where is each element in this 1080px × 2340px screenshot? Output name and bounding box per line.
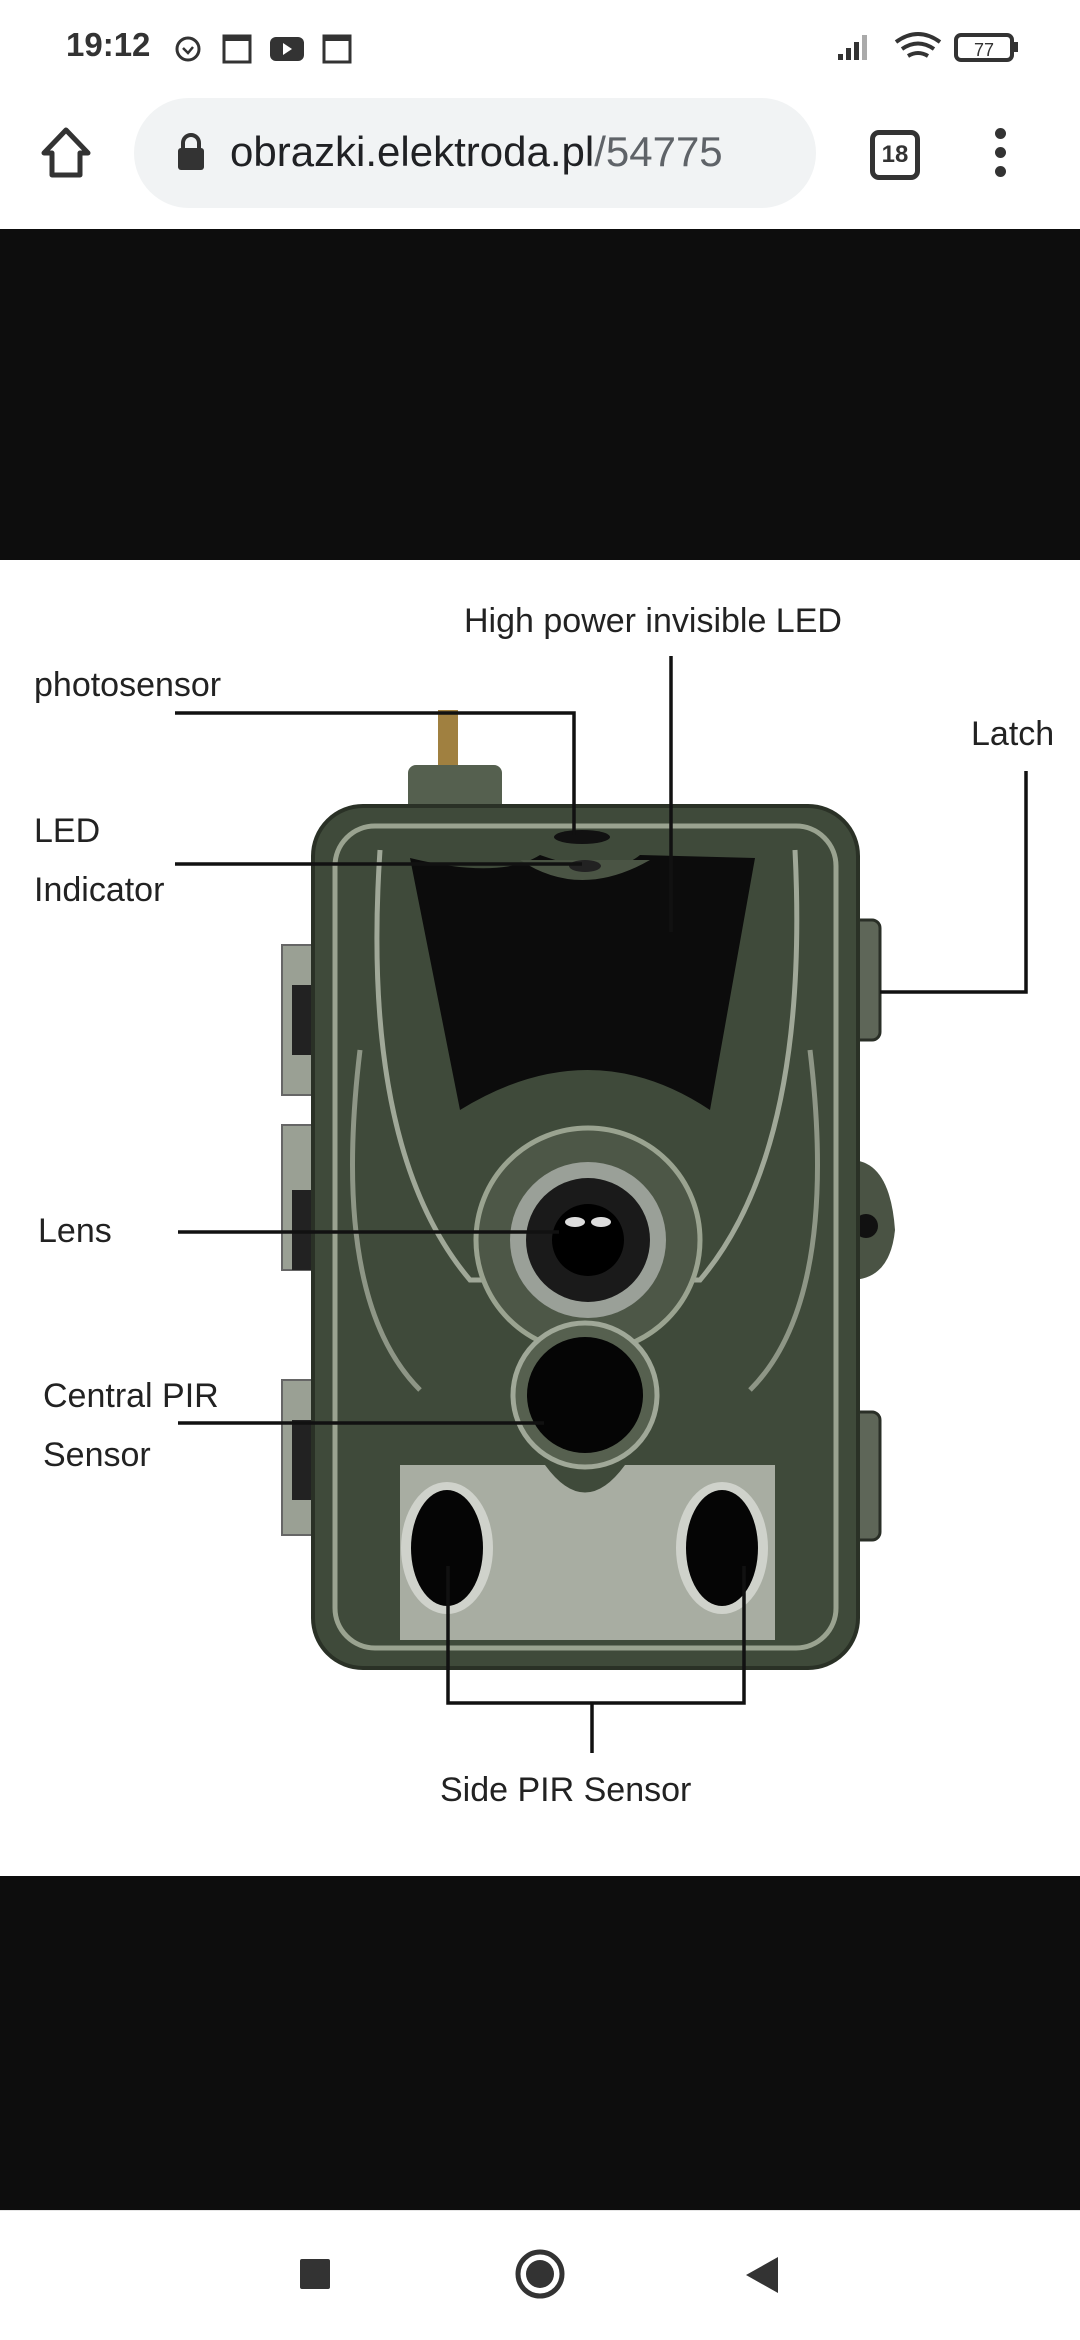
tab-switcher-button[interactable]: 18 <box>870 130 920 180</box>
browser-toolbar: obrazki.elektroda.pl/54775 18 <box>0 90 1080 229</box>
lock-icon[interactable] <box>174 132 208 172</box>
leader-lines <box>175 656 1028 1753</box>
label-sensor: Sensor <box>43 1436 151 1474</box>
calendar-icon <box>322 34 352 64</box>
label-lens: Lens <box>38 1212 112 1250</box>
system-icons: 77 <box>838 32 1018 62</box>
side-pir-right <box>686 1490 758 1606</box>
youtube-icon <box>270 37 304 61</box>
image-letterbox-top <box>0 229 1080 560</box>
label-latch: Latch <box>971 715 1055 753</box>
clock: 19:12 <box>66 26 151 63</box>
antenna <box>438 710 458 770</box>
label-indicator: Indicator <box>34 871 165 909</box>
signal-icon <box>838 35 867 60</box>
led-indicator <box>569 860 601 872</box>
navigation-bar <box>0 2210 1080 2340</box>
camera-diagram-image: High power invisible LED photosensor LED… <box>0 560 1080 1876</box>
home-button[interactable] <box>514 2248 566 2300</box>
photosensor-window <box>554 830 610 844</box>
url-host: obrazki.elektroda.pl <box>230 128 595 175</box>
home-icon[interactable] <box>38 125 94 181</box>
image-letterbox-bottom <box>0 1876 1080 2210</box>
url-text[interactable]: obrazki.elektroda.pl/54775 <box>230 128 723 176</box>
calendar-icon <box>222 34 252 64</box>
trail-camera-illustration <box>175 656 1028 1753</box>
address-bar[interactable]: obrazki.elektroda.pl/54775 <box>134 98 816 208</box>
more-menu-button[interactable] <box>990 128 1010 184</box>
label-central-pir: Central PIR <box>43 1377 219 1415</box>
svg-text:77: 77 <box>974 40 994 60</box>
back-button[interactable] <box>742 2255 780 2295</box>
recents-button[interactable] <box>298 2257 332 2291</box>
battery-icon <box>954 33 1018 62</box>
label-side-pir: Side PIR Sensor <box>440 1771 692 1809</box>
url-path: /54775 <box>594 128 723 175</box>
label-photosensor: photosensor <box>34 666 222 704</box>
side-pir-left <box>411 1490 483 1606</box>
ir-led-window <box>410 855 755 1110</box>
status-bar: 19:12 77 <box>0 0 1080 90</box>
alarm-icon <box>175 36 201 62</box>
wifi-icon <box>894 32 942 58</box>
central-pir-sensor <box>527 1337 643 1453</box>
notification-icons <box>175 34 352 64</box>
label-led: LED <box>34 812 101 850</box>
label-high-power-led: High power invisible LED <box>464 602 842 640</box>
